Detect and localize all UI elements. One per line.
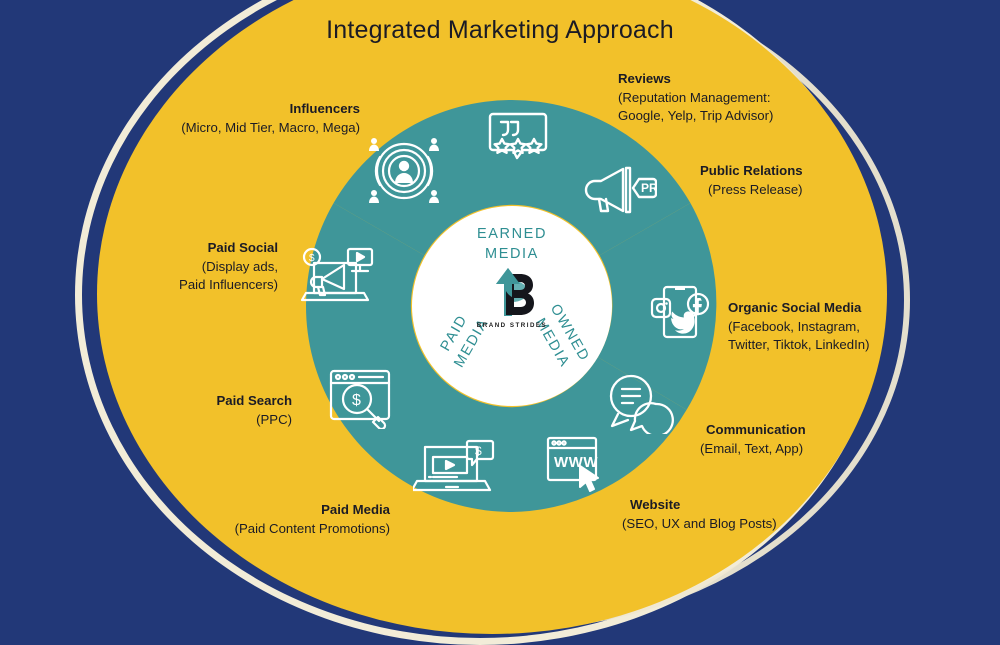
label-website-sub-1: (SEO, UX and Blog Posts): [622, 515, 777, 531]
svg-text:$: $: [352, 392, 361, 409]
brand-logo: BRAND STRIDES: [466, 264, 558, 346]
label-public-relations: Public Relations (Press Release): [700, 162, 920, 199]
label-public-relations-heading: Public Relations: [700, 163, 803, 178]
label-organic-social-media-heading: Organic Social Media: [728, 300, 862, 315]
browser-dollar-magnifier-icon: $: [325, 367, 397, 429]
label-reviews-sub-2: Google, Yelp, Trip Advisor): [618, 108, 774, 123]
label-website-heading: Website: [630, 497, 681, 512]
label-influencers-sub-1: (Micro, Mid Tier, Macro, Mega): [181, 119, 360, 135]
phone-social-icons-icon: [650, 281, 710, 343]
label-public-relations-sub-1: (Press Release): [708, 181, 803, 197]
label-paid-media: Paid Media (Paid Content Promotions): [150, 501, 390, 538]
label-paid-social-sub-1: (Display ads,: [201, 258, 278, 274]
svg-text:PR: PR: [641, 181, 657, 195]
brand-logo-mark: [496, 268, 534, 316]
donut-segment-earned-left: [333, 100, 512, 256]
label-communication: Communication (Email, Text, App): [700, 421, 930, 458]
laptop-megaphone-icon: $: [300, 243, 376, 309]
label-paid-social: Paid Social (Display ads, Paid Influence…: [160, 239, 278, 295]
chat-bubbles-icon: [604, 372, 678, 434]
label-influencers-heading: Influencers: [289, 101, 360, 116]
page-title: Integrated Marketing Approach: [326, 16, 674, 44]
label-organic-social-media-sub-1: (Facebook, Instagram,: [728, 318, 860, 334]
hub-label-earned-line2: MEDIA: [485, 246, 539, 262]
brand-logo-text: BRAND STRIDES: [476, 322, 548, 329]
label-influencers: Influencers (Micro, Mid Tier, Macro, Meg…: [120, 100, 360, 137]
label-paid-media-heading: Paid Media: [321, 502, 390, 517]
label-organic-social-media-sub-2: Twitter, Tiktok, LinkedIn): [728, 337, 870, 352]
donut-segment-paid: [306, 203, 687, 512]
browser-www-cursor-icon: WWW: [544, 434, 610, 492]
label-reviews-sub-1: (Reputation Management:: [618, 89, 771, 105]
megaphone-pr-icon: PR: [581, 165, 657, 215]
label-paid-search-sub-1: (PPC): [256, 411, 292, 427]
label-paid-social-sub-2: Paid Influencers): [179, 277, 278, 292]
svg-text:WWW: WWW: [554, 454, 598, 471]
donut-segment-earned: [512, 100, 691, 256]
label-communication-heading: Communication: [706, 422, 806, 437]
svg-text:$: $: [475, 444, 482, 458]
label-organic-social-media: Organic Social Media (Facebook, Instagra…: [728, 299, 988, 355]
label-website: Website (SEO, UX and Blog Posts): [622, 496, 862, 533]
label-communication-sub-1: (Email, Text, App): [700, 440, 804, 456]
label-paid-search-heading: Paid Search: [216, 393, 293, 408]
slide-canvas: Integrated Marketing Approach EARNED MED…: [75, 0, 988, 645]
label-reviews: Reviews (Reputation Management: Google, …: [618, 70, 868, 126]
svg-text:$: $: [309, 253, 315, 264]
label-paid-social-heading: Paid Social: [207, 240, 278, 255]
label-paid-search: Paid Search (PPC): [170, 392, 293, 429]
center-hub: EARNED MEDIA PAID MEDIA OWNED MEDIA BRAN…: [412, 206, 612, 406]
label-paid-media-sub-1: (Paid Content Promotions): [234, 520, 390, 536]
review-quote-stars-icon: [487, 108, 549, 166]
label-reviews-heading: Reviews: [618, 71, 671, 86]
influencer-network-icon: [364, 133, 444, 209]
laptop-video-dollar-icon: $: [413, 437, 495, 497]
hub-label-earned-line1: EARNED: [476, 226, 548, 242]
hub-label-earned: EARNED MEDIA: [412, 224, 612, 264]
